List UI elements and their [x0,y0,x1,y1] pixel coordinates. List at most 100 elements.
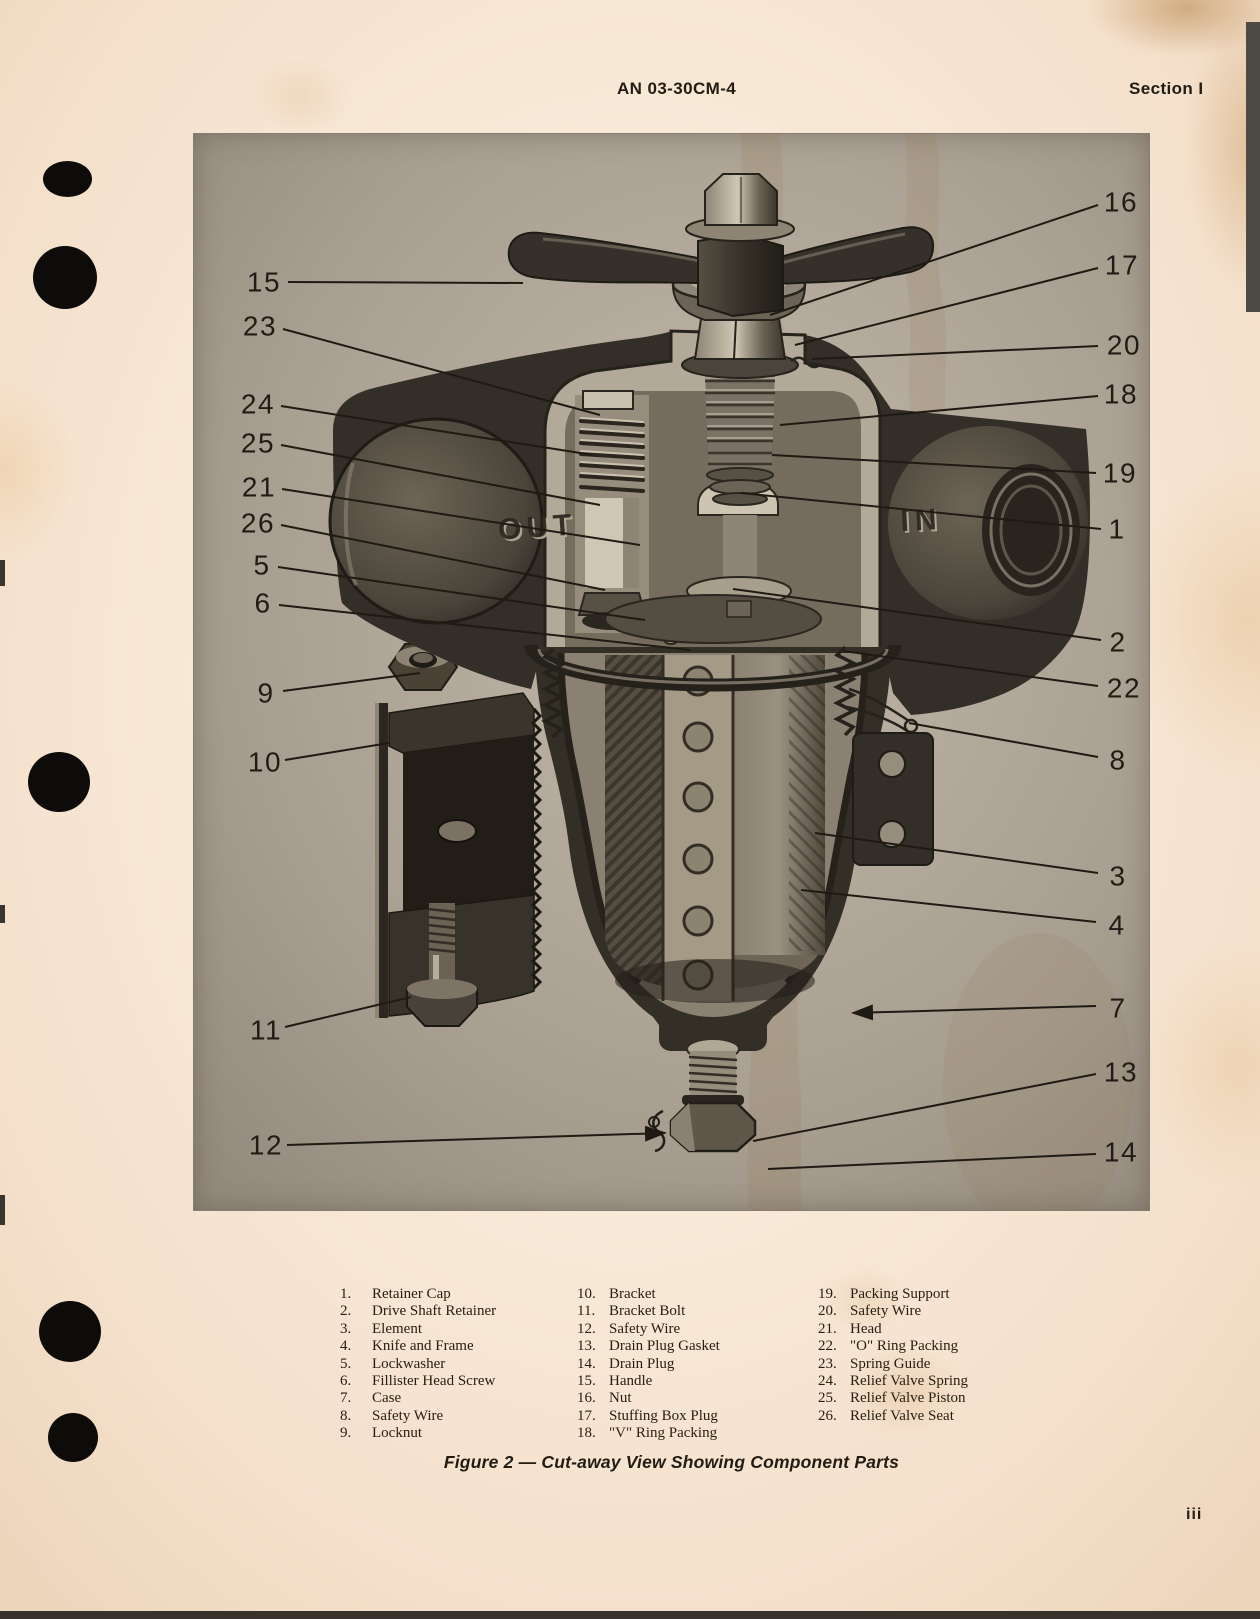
callout-leader-line [282,672,421,692]
part-item: 12.Safety Wire [577,1320,681,1337]
binder-hole-mark [33,246,97,309]
part-item: 13.Drain Plug Gasket [577,1338,720,1355]
part-item: 19.Packing Support [818,1286,950,1302]
callout-number: 9 [257,678,274,709]
callout-number: 22 [1107,673,1141,704]
callout-leader-line [779,395,1099,426]
callout-leader-line [767,1153,1097,1170]
callout-number: 10 [248,747,282,778]
callout-leader-line [281,488,641,546]
callout-leader-line [280,444,601,506]
callout-leader-line [282,328,601,416]
document-number: AN 03-30CM-4 [617,79,737,98]
binder-hole-mark [48,1413,98,1462]
part-item: 22."O" Ring Packing [818,1338,959,1355]
part-item: 14.Drain Plug [577,1355,675,1372]
part-item: 3.Element [340,1320,422,1337]
part-clamp-band [524,644,919,739]
part-item: 18."V" Ring Packing [577,1425,718,1442]
callout-leader-line [284,996,412,1028]
part-item: 4.Knife and Frame [340,1338,474,1355]
callout-leader-line [814,832,1099,874]
part-bracket [375,692,543,1018]
callout-leader-line [286,1125,667,1146]
figure-callouts: 1523242521265691011121617201819122283471… [241,187,1141,1170]
callout-number: 13 [1104,1057,1138,1088]
part-item: 25.Relief Valve Piston [818,1390,966,1407]
part-item: 17.Stuffing Box Plug [577,1407,718,1424]
callout-leader-line [800,889,1097,923]
part-item: 16.Nut [577,1390,632,1407]
section-label: Section I [1129,79,1204,98]
part-item: 26.Relief Valve Seat [818,1407,954,1424]
svg-text:OUT: OUT [497,508,577,546]
scan-edge-artifact [0,1611,1260,1619]
callout-leader-line [280,524,606,591]
callout-leader-line [287,281,524,284]
callout-leader-line [771,454,1097,474]
out-port-label: OUT OUT [497,508,580,548]
part-item: 21.Head [818,1320,882,1337]
callout-number: 11 [250,1015,282,1046]
part-item: 11.Bracket Bolt [577,1303,686,1320]
part-item: 20.Safety Wire [818,1303,922,1320]
page-number: iii [1186,1506,1203,1523]
callout-leader-line [752,1073,1097,1142]
part-item: 9.Locknut [340,1425,422,1442]
figure-illustration: OUT OUT IN IN 15232425212656910111216172… [241,133,1141,1211]
part-element [605,655,825,1003]
photo-stain [905,133,947,418]
callout-number: 4 [1108,910,1125,941]
callout-number: 3 [1109,861,1126,892]
callout-number: 26 [241,508,275,539]
binder-hole-mark [28,752,90,812]
scan-edge-artifact [0,560,5,586]
callout-leader-line [851,1004,1097,1021]
callout-leader-line [284,742,390,761]
part-drain-assembly [648,1038,757,1153]
part-item: 7.Case [340,1390,402,1407]
callout-number: 2 [1109,627,1126,658]
callout-leader-line [277,566,646,621]
part-item: 8.Safety Wire [340,1407,444,1424]
callout-number: 14 [1104,1137,1138,1168]
callout-number: 12 [249,1130,283,1161]
callout-number: 24 [241,389,275,420]
callout-number: 15 [247,267,281,298]
callout-leader-line [842,650,1099,687]
callout-number: 21 [242,472,276,503]
part-item: 2.Drive Shaft Retainer [340,1303,497,1320]
callout-number: 19 [1103,458,1137,489]
callout-number: 20 [1107,330,1141,361]
in-port-label: IN IN [900,503,946,540]
callout-number: 5 [253,550,270,581]
part-item: 1.Retainer Cap [340,1286,451,1302]
photo-stain [943,933,1133,1211]
callout-number: 7 [1109,993,1126,1024]
scan-edge-artifact [1246,22,1260,312]
callout-leader-line [278,604,691,651]
part-bracket-bolt [406,903,478,1027]
binder-hole-mark [43,161,92,197]
part-mount-bracket-right [852,732,934,866]
callout-leader-line [908,722,1099,758]
part-item: 10.Bracket [577,1286,656,1302]
callout-number: 25 [241,428,275,459]
part-item: 23.Spring Guide [818,1355,931,1372]
figure-caption: Figure 2 — Cut-away View Showing Compone… [443,1452,900,1472]
callout-leader-line [769,204,1099,316]
svg-text:IN: IN [900,503,944,538]
callout-leader-line [732,588,1102,641]
callout-number: 16 [1104,187,1138,218]
callout-leader-line [740,492,1102,530]
part-item: 5.Lockwasher [340,1355,446,1372]
binder-hole-mark [39,1301,101,1362]
scan-edge-artifact [0,1195,5,1225]
callout-number: 18 [1104,379,1138,410]
